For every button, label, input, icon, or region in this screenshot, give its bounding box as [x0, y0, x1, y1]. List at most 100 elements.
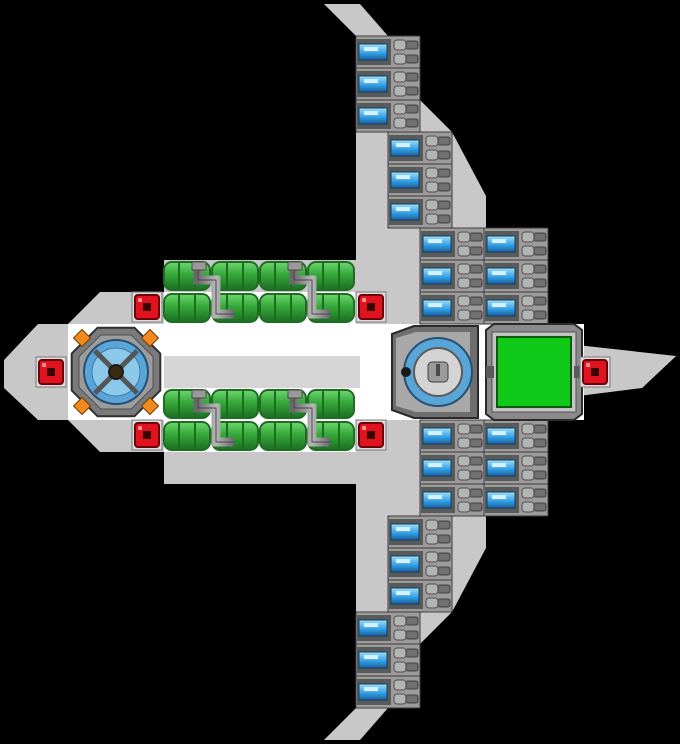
pipe-valve [287, 261, 303, 271]
nozzle-tip [437, 150, 451, 160]
nozzle-tip [437, 168, 451, 178]
thruster-glint [428, 303, 442, 307]
nozzle-cap [521, 501, 535, 513]
thruster-blue-icon [358, 619, 388, 637]
thruster-blue-icon [486, 459, 516, 477]
nozzle-tip [437, 136, 451, 146]
thruster-blue-icon [486, 299, 516, 317]
nozzle-tip [405, 86, 419, 96]
nozzle-tip [533, 264, 547, 274]
thruster-glint [364, 79, 378, 83]
thruster-blue-icon [390, 555, 420, 573]
thruster-blue-icon [358, 43, 388, 61]
nozzle-cap [393, 85, 407, 97]
thruster-blue-icon [390, 523, 420, 541]
nozzle-cap [457, 437, 471, 449]
nozzle-tip [405, 630, 419, 640]
thruster-glint [396, 591, 410, 595]
nozzle-tip [533, 246, 547, 256]
beacon-glint [362, 298, 366, 302]
thruster-blue-icon [486, 427, 516, 445]
beacon-glint [362, 426, 366, 430]
nozzle-tip [533, 424, 547, 434]
fuel-tank [163, 389, 259, 451]
nozzle-cap [393, 39, 407, 51]
nozzle-tip [469, 456, 483, 466]
thruster-glint [492, 431, 506, 435]
thruster-unit [387, 579, 453, 613]
nozzle-cap [425, 583, 439, 595]
nozzle-cap [457, 245, 471, 257]
nozzle-cap [393, 615, 407, 627]
nozzle-cap [457, 501, 471, 513]
nozzle-cap [425, 167, 439, 179]
nozzle-tip [437, 520, 451, 530]
nozzle-tip [405, 680, 419, 690]
thruster-blue-icon [422, 267, 452, 285]
thruster-unit [355, 643, 421, 677]
thruster-blue-icon [422, 459, 452, 477]
beacon-center [367, 303, 375, 311]
tank-cylinder [163, 421, 211, 451]
nozzle-cap [521, 277, 535, 289]
nozzle-tip [469, 310, 483, 320]
nozzle-cap [393, 629, 407, 641]
fuel-tank [259, 261, 355, 323]
cockpit-dome-icon [391, 325, 479, 419]
red-beacon-icon [131, 419, 163, 451]
nozzle-tip [469, 246, 483, 256]
tank-cylinder [163, 293, 211, 323]
thruster-blue-icon [358, 75, 388, 93]
thruster-glint [364, 655, 378, 659]
beacon-glint [138, 426, 142, 430]
thruster-blue-icon [486, 491, 516, 509]
nozzle-cap [457, 487, 471, 499]
nozzle-cap [457, 469, 471, 481]
nozzle-tip [533, 278, 547, 288]
red-beacon-icon [355, 291, 387, 323]
tank-cylinder [259, 293, 307, 323]
thruster-glint [364, 687, 378, 691]
nozzle-cap [393, 53, 407, 65]
thruster-glint [396, 175, 410, 179]
bridge-latch [574, 366, 582, 378]
beacon-set [35, 291, 611, 451]
nozzle-tip [405, 616, 419, 626]
nozzle-tip [405, 72, 419, 82]
thruster-blue-icon [390, 171, 420, 189]
thruster-glint [428, 463, 442, 467]
nozzle-tip [533, 438, 547, 448]
nozzle-cap [425, 135, 439, 147]
thruster-unit [419, 227, 485, 261]
nozzle-tip [469, 278, 483, 288]
deck-corridor [164, 356, 360, 388]
thruster-blue-icon [390, 203, 420, 221]
thruster-blue-icon [422, 491, 452, 509]
reactor-hub [108, 364, 124, 380]
thruster-glint [428, 271, 442, 275]
nozzle-cap [521, 469, 535, 481]
nozzle-tip [437, 200, 451, 210]
bridge-screen [496, 336, 572, 408]
red-beacon-icon [35, 356, 67, 388]
beacon-glint [42, 363, 46, 367]
nozzle-cap [457, 455, 471, 467]
reactor-clamp [140, 396, 160, 416]
fuel-tank [163, 261, 259, 323]
thruster-glint [492, 495, 506, 499]
nozzle-cap [393, 693, 407, 705]
nozzle-cap [393, 117, 407, 129]
thruster-glint [364, 47, 378, 51]
thruster-unit [355, 611, 421, 645]
thruster-glint [428, 239, 442, 243]
nozzle-tip [469, 424, 483, 434]
thruster-blue-icon [422, 427, 452, 445]
nozzle-tip [533, 296, 547, 306]
thruster-blue-icon [486, 267, 516, 285]
nozzle-cap [393, 71, 407, 83]
thruster-unit [387, 515, 453, 549]
thruster-unit [419, 291, 485, 325]
thruster-unit [483, 291, 549, 325]
nozzle-tip [437, 584, 451, 594]
